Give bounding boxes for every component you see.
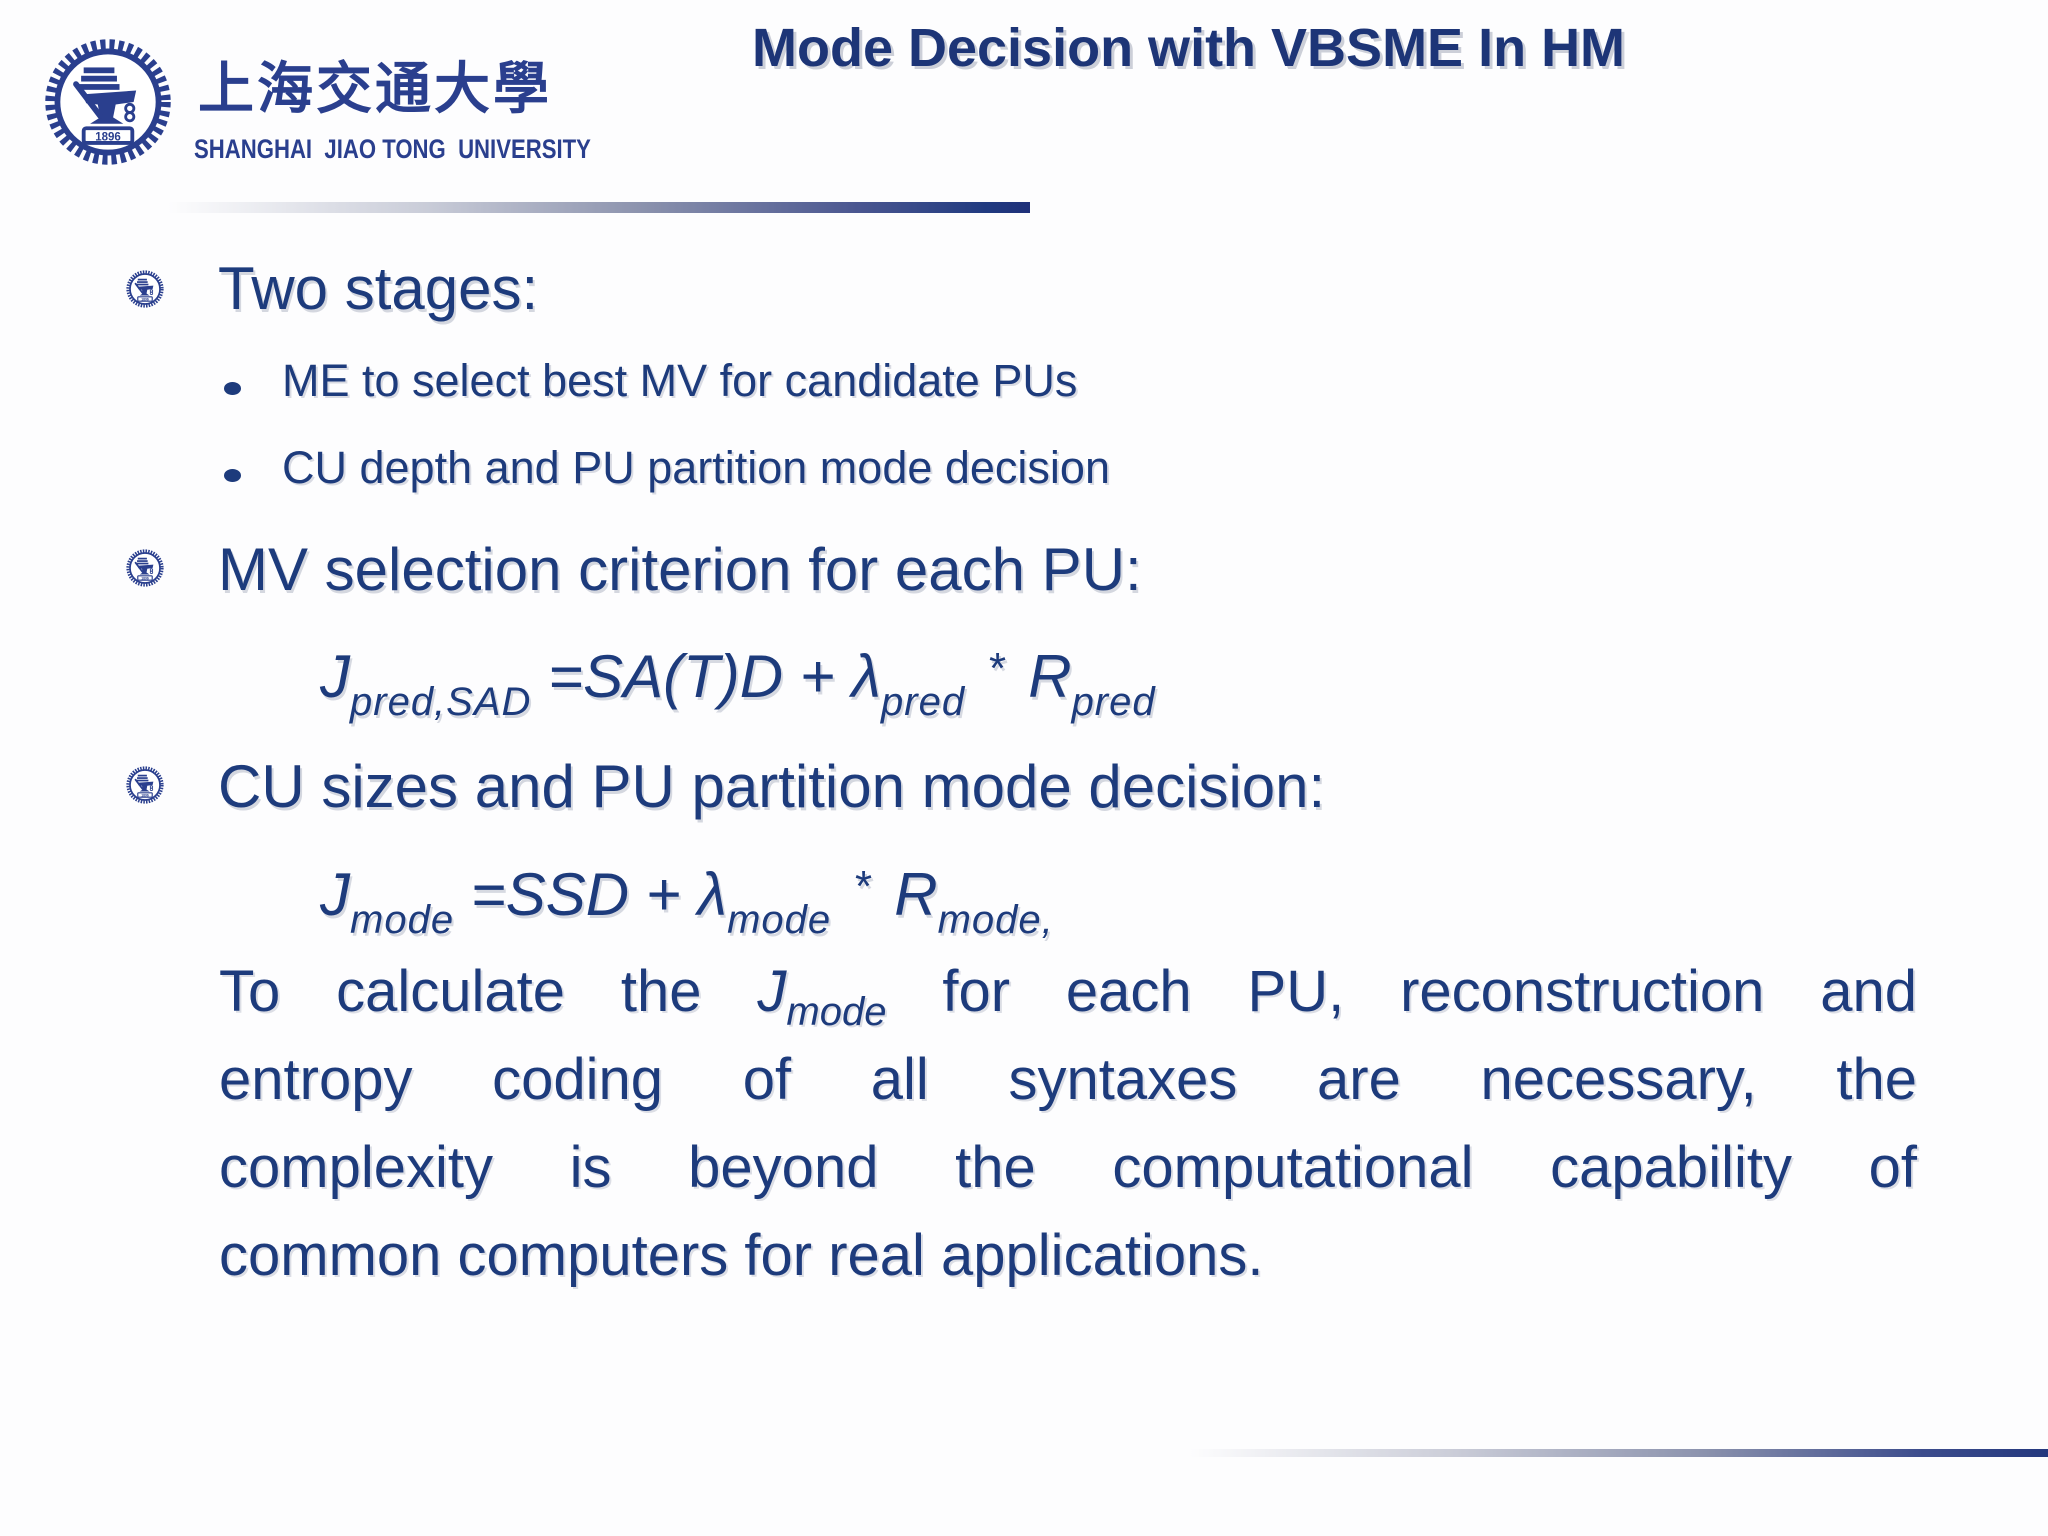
bullet-mv-selection: MV selection criterion for each PU: (218, 536, 1142, 603)
bullet-logo-icon (126, 270, 164, 308)
paragraph-text: for each PU, reconstruction and (886, 959, 1917, 1024)
formula-subscript: mode (727, 898, 832, 942)
bullet-cu-depth: CU depth and PU partition mode decision (282, 442, 1110, 493)
bullet-logo-icon (126, 549, 164, 587)
formula-var: R (1028, 643, 1072, 710)
formula-subscript: pred (881, 680, 966, 724)
formula-var: J (320, 861, 350, 928)
header-divider-line (168, 202, 1030, 213)
formula-subscript: pred,SAD (350, 680, 532, 724)
inline-formula-var: J (757, 959, 787, 1024)
footer-divider-line (1190, 1449, 2048, 1457)
paragraph-text: To calculate the (219, 959, 758, 1024)
paragraph-line: entropy coding of all syntaxes are neces… (219, 1047, 1917, 1112)
sjtu-logo-gear-icon (44, 38, 172, 166)
formula-body: =SA(T)D + λ (531, 643, 882, 710)
formula-jpred: Jpred,SAD =SA(T)D + λpred*Rpred (320, 641, 1156, 722)
paragraph-line: To calculate the Jmode for each PU, reco… (219, 948, 1917, 1036)
bullet-dot-icon (224, 382, 241, 395)
bullet-cu-sizes: CU sizes and PU partition mode decision: (218, 753, 1326, 820)
university-name-chinese: 上海交通大學 (198, 56, 552, 122)
paragraph-line: complexity is beyond the computational c… (219, 1135, 1917, 1200)
bullet-logo-icon (126, 766, 164, 804)
bullet-dot-icon (224, 469, 241, 482)
formula-jmode: Jmode =SSD + λmode * Rmode, (320, 859, 1054, 940)
formula-subscript: mode, (937, 898, 1054, 942)
slide-title: Mode Decision with VBSME In HM (752, 18, 1626, 78)
bullet-me-select: ME to select best MV for candidate PUs (282, 355, 1078, 406)
inline-formula-subscript: mode (786, 990, 887, 1034)
formula-operator: * (853, 862, 871, 911)
formula-var: R (894, 861, 938, 928)
body-paragraph: To calculate the Jmode for each PU, reco… (219, 948, 1917, 1300)
formula-subscript: pred (1071, 680, 1156, 724)
bullet-two-stages: Two stages: (218, 255, 539, 322)
formula-subscript: mode (350, 898, 455, 942)
formula-operator: * (987, 644, 1005, 693)
paragraph-line: common computers for real applications. (219, 1223, 1264, 1288)
university-name-english: SHANGHAI JIAO TONG UNIVERSITY (194, 134, 591, 164)
formula-body: =SSD + λ (454, 861, 728, 928)
formula-var: J (320, 643, 350, 710)
